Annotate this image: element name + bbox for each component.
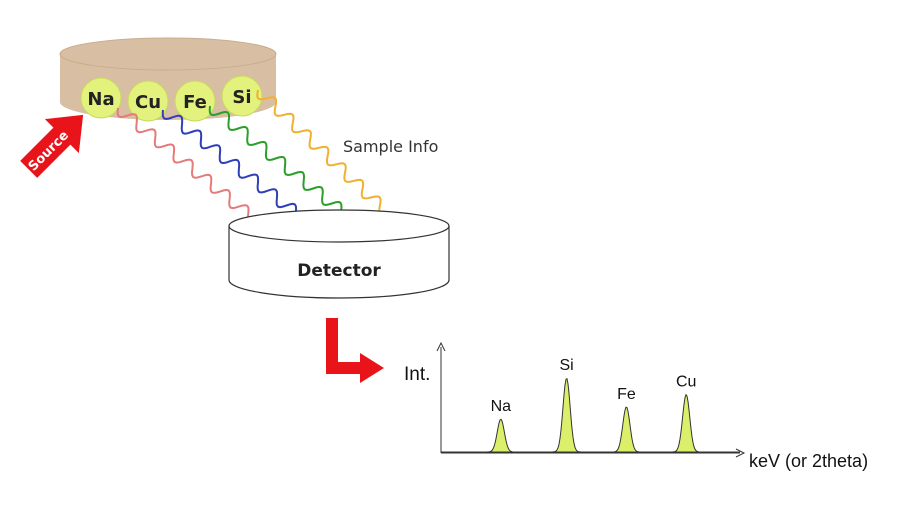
detector-label: Detector: [297, 261, 381, 281]
emission-waves: [116, 89, 399, 236]
element-circles: [80, 75, 263, 122]
source-arrow-shape: [20, 114, 84, 178]
element-circle-fe: [174, 80, 216, 122]
peak-label-si: Si: [559, 357, 573, 374]
peak-label-fe: Fe: [617, 386, 636, 403]
emission-wave-cu: [161, 109, 317, 235]
element-label-fe: Fe: [183, 92, 207, 113]
sample-disc-top: [59, 37, 277, 71]
y-axis-arrowhead: [436, 341, 446, 352]
emission-wave-si: [256, 89, 399, 217]
element-circle-cu: [127, 80, 169, 122]
peak-label-cu: Cu: [676, 374, 696, 391]
sample-info-label: Sample Info: [343, 137, 438, 156]
detector: Detector: [228, 209, 450, 299]
element-circle-si: [221, 75, 263, 117]
emission-wave-fe: [208, 105, 358, 222]
spectrum-peaks: [441, 377, 740, 453]
element-label-si: Si: [232, 87, 251, 108]
x-axis-arrowhead: [735, 448, 746, 458]
element-label-cu: Cu: [135, 92, 161, 113]
emission-wave-na: [116, 107, 269, 236]
detector-body: [228, 226, 450, 299]
element-label-na: Na: [87, 89, 114, 110]
output-arrow-shape: [326, 318, 384, 383]
element-circle-na: [80, 77, 122, 119]
y-axis-label: Int.: [404, 364, 430, 385]
element-labels: Na Cu Fe Si: [87, 87, 251, 113]
x-axis-label: keV (or 2theta): [749, 451, 868, 471]
output-arrow: [326, 318, 384, 383]
detector-top: [228, 209, 450, 243]
peak-label-na: Na: [491, 398, 512, 415]
